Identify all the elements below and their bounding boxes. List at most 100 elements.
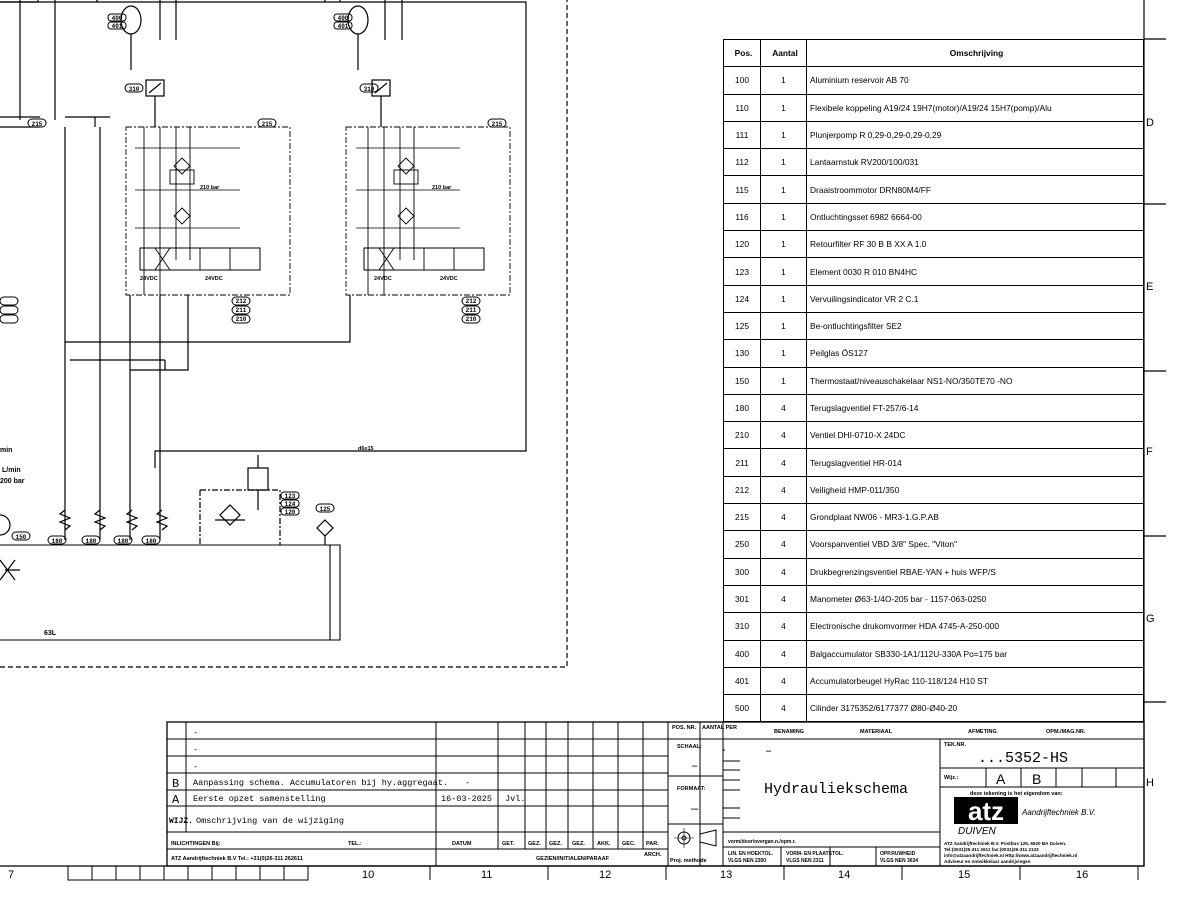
- acc-tag-401b: 401: [338, 23, 349, 30]
- tag-180c: 180: [118, 538, 129, 545]
- formaat-value: —: [690, 802, 699, 816]
- tek-nr-label: TEK.NR.: [944, 742, 966, 748]
- col-14: 14: [838, 869, 850, 881]
- parts-row-desc: Terugslagventiel FT-257/6-14: [806, 393, 1144, 423]
- flow-label-b: L/min: [2, 467, 21, 474]
- tolerance-label: vorm/door/overgan.n./opm.r.: [728, 839, 796, 845]
- rev-tel-label: TEL.:: [348, 841, 362, 847]
- parts-row-qty: 4: [760, 475, 807, 505]
- tag-210: 210: [236, 316, 247, 323]
- parts-row-pos: 215: [723, 503, 761, 532]
- company-name: Aandrijftechniek B.V.: [1021, 808, 1096, 817]
- zone-letter-d: D: [1146, 117, 1154, 129]
- parts-row-qty: 4: [760, 448, 807, 477]
- parts-row-desc: Ventiel DHI-0710-X 24DC: [806, 421, 1144, 450]
- parts-row-qty: 1: [760, 175, 807, 204]
- parts-row-desc: Drukbegrenzingsventiel RBAE-YAN + huis W…: [806, 557, 1144, 586]
- parts-row-pos: 100: [723, 66, 761, 95]
- parts-row-qty: 4: [760, 639, 807, 668]
- coil-voltage-4: 24VDC: [440, 276, 458, 282]
- parts-list-header: Pos. Aantal Omschrijving: [723, 38, 1144, 68]
- parts-row-desc: Flexibele koppeling A19/24 19H7(motor)/A…: [806, 93, 1144, 122]
- parts-row-pos: 400: [723, 639, 761, 668]
- schaal-value: –: [691, 759, 698, 773]
- parts-row-pos: 150: [723, 366, 761, 395]
- coil-voltage-1: 24VDC: [140, 276, 158, 282]
- parts-row-pos: 212: [723, 475, 761, 505]
- parts-row-pos: 120: [723, 230, 761, 259]
- transducer-tag: 310: [129, 86, 140, 93]
- parts-row-pos: 123: [723, 257, 761, 286]
- parts-row-desc: Ontluchtingsset 6982 6664-00: [806, 202, 1144, 232]
- rev-row-b: Aanpassing schema. Accumulatoren bij hy.…: [193, 778, 448, 788]
- tag-180a: 180: [52, 538, 63, 545]
- parts-row-desc: Draaistroommotor DRN80M4/FF: [806, 175, 1144, 204]
- rev-date-a: 16-03-2025: [441, 794, 492, 804]
- parts-row-pos: 111: [723, 120, 761, 150]
- tank-volume: 63L: [44, 630, 57, 637]
- tol2b: VLGS NEN 2311: [786, 858, 824, 864]
- parts-row-pos: 300: [723, 557, 761, 586]
- zone-letter-f: F: [1146, 446, 1153, 458]
- company-tagline: Adviseur en ontwikkelaar aandrijvingen: [944, 859, 1031, 864]
- parts-row-desc: Terugslagventiel HR-014: [806, 448, 1144, 477]
- parts-row-qty: 4: [760, 666, 807, 696]
- materiaal-label: MATERIAAL: [860, 729, 893, 735]
- tag-210b: 210: [466, 316, 477, 323]
- projection-label: Proj. methode: [670, 858, 707, 864]
- rev-desc-header: Omschrijving van de wijziging: [196, 816, 344, 826]
- parts-row-desc: Electronische drukomvormer HDA 4745-A-25…: [806, 612, 1144, 641]
- parts-row-desc: Plunjerpomp R 0,29-0,29-0,29-0,29: [806, 120, 1144, 150]
- parts-row-qty: 1: [760, 284, 807, 313]
- parts-row-qty: 1: [760, 230, 807, 259]
- parts-row-pos: 110: [723, 93, 761, 122]
- title-dash: –: [765, 744, 772, 758]
- parts-row-pos: 112: [723, 148, 761, 177]
- zone-letter-h: H: [1146, 777, 1154, 789]
- tol3: OPP.RUWHEID: [880, 851, 916, 857]
- coil-voltage-3: 24VDC: [374, 276, 392, 282]
- atz-logo-text: atz: [968, 796, 1004, 826]
- acc-tag-400b: 400: [338, 15, 349, 22]
- rev-row-2: -: [193, 745, 198, 755]
- tag-120: 120: [285, 509, 296, 516]
- pressure-label: 200 bar: [0, 478, 25, 485]
- col-12: 12: [599, 869, 611, 881]
- company-contact2: info@atzaandrijftechniek.nl Http://www.a…: [944, 853, 1077, 858]
- wijz-label: Wijz.:: [944, 775, 958, 781]
- company-contact: Tel:(0031)26-311 2611 fax:(0031)26-311 2…: [944, 847, 1039, 852]
- parts-row-qty: 1: [760, 93, 807, 122]
- ownership-note: deze tekening is het eigendom van:: [970, 791, 1063, 797]
- rev-row-3: -: [193, 762, 198, 772]
- tag-215b: 215: [492, 121, 503, 128]
- header-pos: Pos.: [723, 38, 761, 68]
- schaal-label: SCHAAL:: [677, 744, 702, 750]
- tag-125: 125: [320, 506, 331, 513]
- parts-row-desc: Thermostaat/niveauschakelaar NS1-NO/350T…: [806, 366, 1144, 395]
- parts-row-desc: Peilglas ÖS127: [806, 339, 1144, 368]
- col-7: 7: [8, 869, 14, 881]
- parts-row-desc: Lantaarnstuk RV200/100/031: [806, 148, 1144, 177]
- tag-211: 211: [236, 307, 247, 314]
- zone-letter-g: G: [1146, 613, 1155, 625]
- acc-tag-400: 400: [112, 15, 123, 22]
- benaming-label: BENAMING: [774, 729, 804, 735]
- parts-row-pos: 250: [723, 530, 761, 559]
- parts-row-qty: 1: [760, 339, 807, 368]
- parts-row-pos: 115: [723, 175, 761, 204]
- col-datum: DATUM: [452, 841, 472, 847]
- parts-row-desc: Aluminium reservoir AB 70: [806, 66, 1144, 95]
